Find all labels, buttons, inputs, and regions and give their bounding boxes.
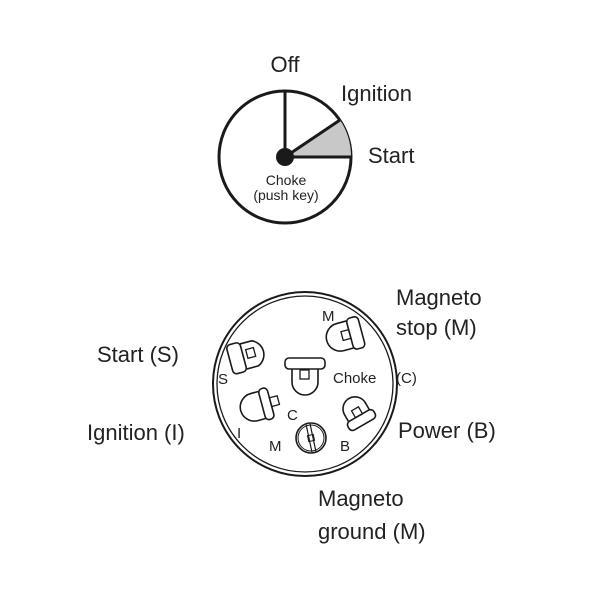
terminal-choke bbox=[284, 357, 326, 396]
callout-ignition: Ignition (I) bbox=[87, 420, 185, 445]
terminal-magneto-stop bbox=[325, 316, 366, 352]
start-sector bbox=[285, 120, 352, 157]
choke-suffix-label: (C) bbox=[396, 370, 417, 387]
key-pivot-dot bbox=[276, 148, 294, 166]
terminal-magneto-ground bbox=[295, 422, 327, 454]
ignition-position-line bbox=[284, 118, 341, 159]
terminal-power bbox=[342, 396, 377, 432]
pin-letter-b: B bbox=[340, 438, 350, 455]
callout-magneto-stop-1: Magneto bbox=[396, 285, 482, 310]
callout-magneto-ground-1: Magneto bbox=[318, 486, 404, 511]
terminal-start bbox=[226, 340, 265, 375]
terminal-ignition bbox=[239, 387, 281, 422]
key-position-dial: Off Ignition Start Choke (push key) bbox=[217, 52, 414, 225]
callout-start: Start (S) bbox=[97, 342, 179, 367]
terminal-block: S I C M M B Choke (C) Start (S) Ignition… bbox=[87, 285, 496, 544]
label-choke: Choke bbox=[266, 172, 307, 188]
pin-letter-m-top: M bbox=[322, 308, 335, 325]
label-push-key: (push key) bbox=[253, 187, 318, 203]
label-ignition: Ignition bbox=[341, 81, 412, 106]
choke-inner-label: Choke bbox=[333, 370, 376, 387]
pin-letter-c: C bbox=[287, 407, 298, 424]
pin-letter-s: S bbox=[218, 371, 228, 388]
pin-letter-m-bottom: M bbox=[269, 438, 282, 455]
label-start: Start bbox=[368, 143, 414, 168]
terminal-housing-inner bbox=[216, 295, 394, 473]
callout-power: Power (B) bbox=[398, 418, 496, 443]
callout-magneto-ground-2: ground (M) bbox=[318, 519, 426, 544]
label-off: Off bbox=[271, 52, 301, 77]
terminal-housing-outer bbox=[212, 291, 398, 477]
callout-magneto-stop-2: stop (M) bbox=[396, 315, 477, 340]
pin-letter-i: I bbox=[237, 425, 241, 442]
